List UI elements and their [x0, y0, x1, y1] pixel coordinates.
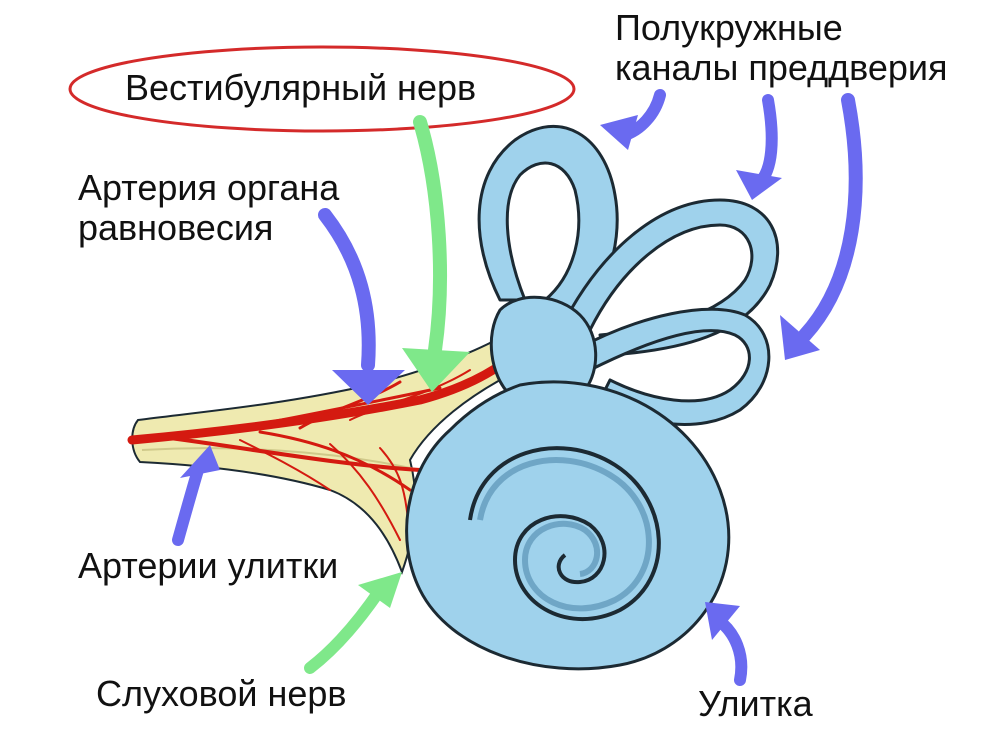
semicircular-canal-arrow-1: [600, 89, 666, 150]
labyrinth: [405, 124, 780, 671]
auditory-nerve-label: Слуховой нерв: [96, 673, 347, 714]
auditory-nerve-arrow: [304, 572, 402, 674]
semicircular-canal-arrow-2: [736, 94, 782, 200]
artery-balance-arrow: [318, 208, 405, 405]
cochlea-arrow: [705, 602, 748, 686]
arteries: [127, 357, 510, 541]
cochlea-label: Улитка: [698, 683, 813, 724]
semicircular-canal-arrow-3: [780, 93, 863, 360]
pointer-arrows: [172, 89, 863, 686]
cochlear-arteries-arrow: [172, 445, 220, 546]
vestibular-nerve-label: Вестибулярный нерв: [125, 67, 477, 108]
semicircular-canals-label-line-2: каналы преддверия: [615, 47, 948, 88]
cochlear-arteries-label: Артерии улитки: [78, 545, 339, 586]
semicircular-canals-label: Полукружные каналы преддверия: [615, 8, 947, 88]
vestibular-nerve-arrow: [402, 115, 470, 392]
vestibular-nerve-highlight-oval: [68, 45, 576, 133]
artery-balance-label-line-1: Артерия органа: [78, 167, 340, 208]
artery-balance-label-line-2: равновесия: [78, 207, 274, 248]
semicircular-canals-label-line-1: Полукружные: [615, 7, 843, 48]
artery-balance-label: Артерия органа равновесия: [78, 168, 339, 248]
